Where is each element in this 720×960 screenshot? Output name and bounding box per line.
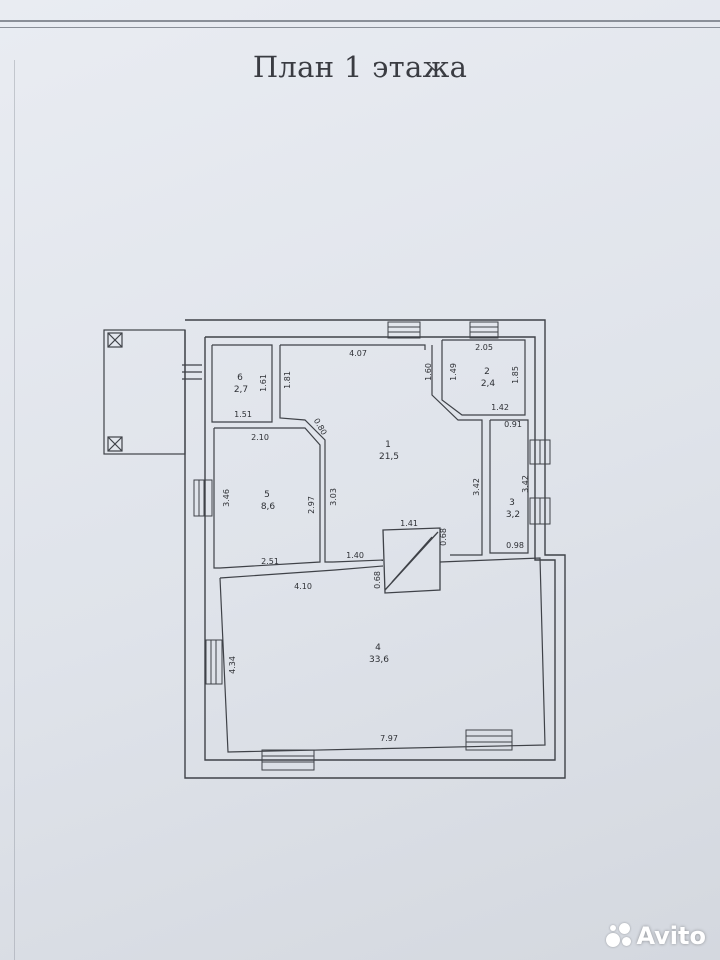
dim-label: 3.46: [222, 489, 231, 507]
room-1-area: 21,5: [379, 452, 399, 462]
dim-label: 2.97: [307, 496, 316, 514]
dim-label: 4.10: [294, 582, 312, 591]
frame-left-line: [14, 60, 15, 960]
room-5-area: 8,6: [261, 502, 276, 512]
avito-logo-icon: [606, 923, 632, 949]
windows: [193, 321, 551, 771]
dim-label: 0.98: [506, 541, 524, 550]
interior-walls: [211, 339, 546, 753]
room-labels: 6 2,7 1 21,5 2 2,4 3 3,2 5 8,6 4 33,6: [234, 367, 520, 665]
dim-label: 0.91: [504, 420, 522, 429]
dim-label: 3.03: [329, 488, 338, 506]
dim-label: 1.41: [400, 519, 418, 528]
dim-label: 7.97: [380, 734, 398, 743]
dim-label: 1.40: [346, 551, 364, 560]
avito-text: Avito: [636, 922, 706, 950]
dim-label: 3.42: [521, 475, 530, 493]
frame-top-line: [0, 20, 720, 22]
room-6-area: 2,7: [234, 385, 248, 395]
dim-label: 1.81: [283, 371, 292, 389]
room-5-number: 5: [264, 490, 270, 500]
porch: [103, 329, 202, 455]
outer-walls: [184, 319, 566, 779]
dim-label: 4.07: [349, 349, 367, 358]
avito-watermark: Avito: [606, 922, 706, 950]
stair-box: [382, 527, 441, 594]
room-4-area: 33,6: [369, 655, 389, 665]
room-2-number: 2: [484, 367, 490, 377]
room-3-area: 3,2: [506, 510, 520, 520]
dim-label: 0.68: [373, 571, 382, 589]
room-2-area: 2,4: [481, 379, 496, 389]
room-1-number: 1: [385, 440, 391, 450]
dim-label: 2.10: [251, 433, 269, 442]
room-6-number: 6: [237, 373, 243, 383]
dim-label: 1.49: [449, 363, 458, 381]
dim-label: 2.51: [261, 557, 279, 566]
dim-label: 0.80: [312, 417, 329, 437]
dim-label: 4.34: [228, 656, 237, 674]
frame-top-line-inner: [0, 27, 720, 28]
room-4-number: 4: [375, 643, 381, 653]
dimension-labels: 4.07 1.61 1.51 1.81 0.80 1.60 2.05 1.49 …: [222, 343, 530, 743]
page-title: План 1 этажа: [252, 50, 468, 84]
dim-label: 1.61: [259, 374, 268, 392]
room-3-number: 3: [509, 498, 515, 508]
dim-label: 1.60: [424, 363, 433, 381]
dim-label: 0.68: [439, 528, 448, 546]
dim-label: 3.42: [472, 478, 481, 496]
dim-label: 1.42: [491, 403, 509, 412]
dim-label: 2.05: [475, 343, 493, 352]
dim-label: 1.51: [234, 410, 252, 419]
dim-label: 1.85: [511, 366, 520, 384]
